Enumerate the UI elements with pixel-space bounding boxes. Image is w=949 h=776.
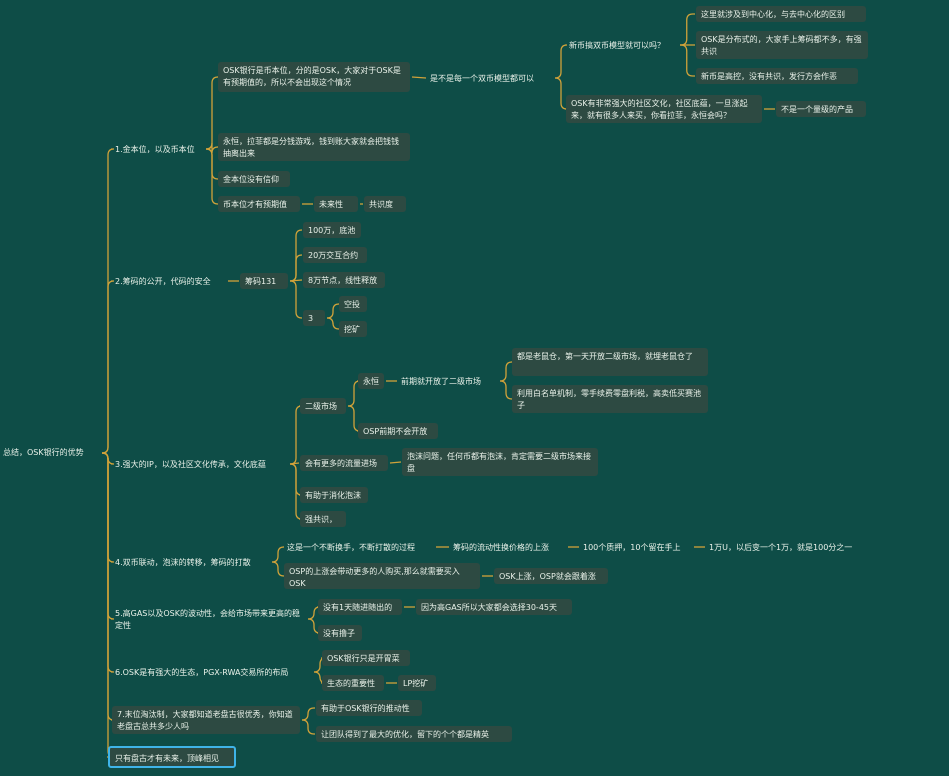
connector-15 <box>680 13 695 46</box>
b3-c4-node[interactable]: 强共识， <box>300 511 346 527</box>
b1-c1-q-a1-node[interactable]: 这里就涉及到中心化，与去中心化的区别 <box>696 6 866 22</box>
b3-c1-1-node[interactable]: 永恒 <box>358 373 384 389</box>
connector-51 <box>301 719 315 735</box>
b1-c1-q-b-node[interactable]: OSK有非常强大的社区文化，社区底蕴，一旦涨起来，就有很多人来买，你看拉菲，永恒… <box>566 95 762 123</box>
branch-7-node[interactable]: 7.末位淘汰制，大家都知道老盘古很优秀，你知道老盘古总共多少人吗 <box>112 706 300 734</box>
branch-6-node[interactable]: 6.OSK是有强大的生态，PGX-RWA交易所的布局 <box>115 668 289 677</box>
b1-c1-q-node[interactable]: 是不是每一个双币模型都可以 <box>430 74 534 83</box>
connector-14 <box>554 77 568 110</box>
branch-2-node[interactable]: 2.筹码的公开，代码的安全 <box>115 277 211 286</box>
connector-11 <box>205 148 219 205</box>
b3-c1-1-1-node[interactable]: 前期就开放了二级市场 <box>401 377 481 386</box>
connector-8 <box>205 76 219 150</box>
b1-c1-node[interactable]: OSK银行是币本位，分的是OSK，大家对于OSK是有预期值的，所以不会出现这个情… <box>218 62 410 92</box>
b5-c2-node[interactable]: 没有撸子 <box>318 625 362 641</box>
b1-c4-1-node[interactable]: 未来性 <box>314 196 358 212</box>
b3-c1-node[interactable]: 二级市场 <box>300 398 346 414</box>
b4-c2-1-node[interactable]: OSK上涨，OSP就会跟着涨 <box>494 568 608 584</box>
connector-12 <box>411 76 427 79</box>
connector-38 <box>271 546 285 563</box>
b2-c1-4-node[interactable]: 3万 <box>303 310 325 326</box>
b3-c1-2-node[interactable]: OSP前期不会开放 <box>358 423 438 439</box>
branch-8-node[interactable]: 只有盘古才有未来，顶峰相见 <box>108 746 236 768</box>
connector-1 <box>101 280 115 454</box>
connector-17 <box>680 44 695 77</box>
b3-c1-1-1a-node[interactable]: 都是老鼠仓，第一天开放二级市场，就埋老鼠仓了 <box>512 348 708 376</box>
b2-c1-2-node[interactable]: 20万交互合约 <box>303 247 367 263</box>
b1-c3-node[interactable]: 金本位没有信仰 <box>218 171 290 187</box>
b1-c1-q-a-node[interactable]: 新币搞双币模型就可以吗？ <box>569 41 665 50</box>
connector-45 <box>307 618 321 634</box>
b1-c1-q-a2-node[interactable]: OSK是分布式的，大家手上筹码都不多，有强共识 <box>696 31 868 59</box>
b2-c1-node[interactable]: 筹码131万 <box>240 273 288 289</box>
connector-35 <box>499 361 513 382</box>
b1-c4-node[interactable]: 币本位才有预期值 <box>218 196 300 212</box>
b7-c2-node[interactable]: 让团队得到了最大的优化，留下的个个都是精英 <box>316 726 512 742</box>
root-node[interactable]: 总结，OSK银行的优势 <box>3 448 84 457</box>
b1-c1-q-a3-node[interactable]: 新币是高控，没有共识，发行方会作恶 <box>696 68 858 84</box>
connector-27 <box>326 317 340 330</box>
b3-c2-1-node[interactable]: 泡沫问题，任何币都有泡沫，肯定需要二级市场来接盘 <box>402 448 598 476</box>
b1-c4-2-node[interactable]: 共识度 <box>364 196 406 212</box>
b5-c1-node[interactable]: 没有1天随进随出的 <box>318 599 402 615</box>
b1-c2-node[interactable]: 永恒，拉菲都是分钱游戏，钱到账大家就会把钱钱抽离出来 <box>218 133 410 161</box>
b5-c1-1-node[interactable]: 因为高GAS所以大家都会选择30-45天 <box>416 599 572 615</box>
connector-13 <box>554 44 568 79</box>
branch-5-node[interactable]: 5.高GAS以及OSK的波动性，会给市场带来更高的稳定性 <box>115 609 301 630</box>
branch-1-node[interactable]: 1.金本位，以及币本位 <box>115 145 195 154</box>
connector-25 <box>289 280 303 319</box>
connector-31 <box>289 463 303 520</box>
b3-c3-node[interactable]: 有助于消化泡沫 <box>300 487 368 503</box>
b6-c2-node[interactable]: 生态的重要性 <box>322 675 384 691</box>
b2-c1-4-1-node[interactable]: 空投 <box>339 296 367 312</box>
b2-c1-1-node[interactable]: 100万，底池 <box>303 222 361 238</box>
b4-c2-node[interactable]: OSP的上涨会带动更多的人购买,那么就需要买入OSK <box>284 563 480 589</box>
b4-c1-2-node[interactable]: 100个质押，10个留在手上 <box>583 543 681 552</box>
b2-c1-4-2-node[interactable]: 挖矿 <box>339 321 367 337</box>
branch-4-node[interactable]: 4.双币联动，泡沫的转移，筹码的打散 <box>115 558 251 567</box>
connector-37 <box>389 461 402 464</box>
b6-c2-1-node[interactable]: LP挖矿 <box>398 675 436 691</box>
b6-c1-node[interactable]: OSK银行只是开胃菜 <box>322 650 410 666</box>
branch-3-node[interactable]: 3.强大的IP，以及社区文化传承，文化底蕴 <box>115 460 266 469</box>
connector-33 <box>347 405 361 432</box>
connector-39 <box>271 561 285 577</box>
b3-c1-1-1b-node[interactable]: 利用白名单机制，零手续费零盘利税，高卖低买赛池子 <box>512 385 708 413</box>
b7-c1-node[interactable]: 有助于OSK银行的推动性 <box>316 700 422 716</box>
connector-50 <box>301 707 315 721</box>
connector-36 <box>499 380 513 400</box>
b4-c1-3-node[interactable]: 1万U，以后变一个1万，就是100分之一 <box>709 543 853 552</box>
connector-26 <box>326 303 340 319</box>
connector-32 <box>347 380 361 407</box>
b4-c1-node[interactable]: 这是一个不断换手，不断打散的过程 <box>287 543 415 552</box>
b2-c1-3-node[interactable]: 8万节点，线性释放 <box>303 272 385 288</box>
b3-c2-node[interactable]: 会有更多的流量进场 <box>300 455 388 471</box>
connector-44 <box>307 606 321 620</box>
b4-c1-1-node[interactable]: 筹码的流动性换价格的上涨 <box>453 543 549 552</box>
b1-c1-q-b1-node[interactable]: 不是一个量级的产品 <box>776 101 866 117</box>
connector-23 <box>289 254 303 282</box>
